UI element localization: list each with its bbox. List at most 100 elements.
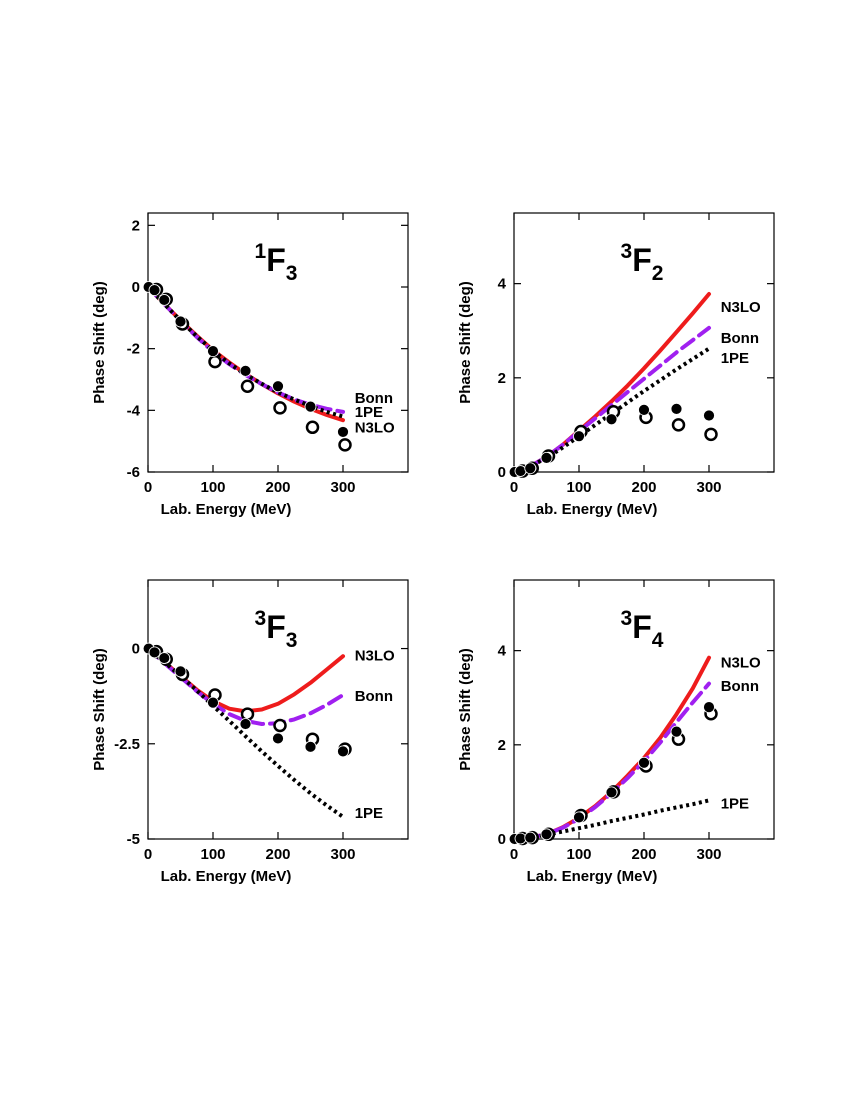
data-point-filled [148,284,161,296]
data-point-filled [605,413,618,426]
data-point-filled [573,811,585,824]
series-1pe-line [146,647,345,819]
title-subscript: 2 [652,262,664,285]
curve-label-n3lo: N3LO [355,647,395,664]
data-point-open [273,401,287,415]
data-point-filled [703,701,715,714]
data-point-filled [524,831,537,844]
data-point-filled [239,364,252,377]
curve-label-bonn: Bonn [355,688,393,705]
title-main: F [632,609,652,645]
data-point-filled [524,462,537,475]
x-tick-label: 200 [265,846,290,863]
y-axis-title: Phase Shift (deg) [91,281,108,404]
y-tick-label: 0 [498,831,506,848]
x-tick-label: 0 [510,479,518,496]
title-superscript: 3 [621,607,633,630]
title-subscript: 3 [286,629,298,652]
data-point-filled [158,294,171,306]
data-point-filled [158,652,171,664]
data-point-filled [304,400,317,413]
y-tick-label: 4 [498,643,507,660]
y-tick-label: 0 [498,464,506,481]
x-axis-title: Lab. Energy (MeV) [527,868,658,885]
y-tick-label: 4 [498,276,507,293]
data-point-filled [703,409,715,422]
x-tick-label: 300 [330,479,355,496]
x-tick-label: 300 [696,846,721,863]
x-tick-label: 0 [144,479,152,496]
curve-label-n3lo: N3LO [721,299,761,316]
title-main: F [266,242,286,278]
title-superscript: 3 [621,240,633,263]
data-point-open [240,707,255,721]
series-n3lo-line [146,646,345,714]
x-axis-title: Lab. Energy (MeV) [527,501,658,518]
curve-label-n3lo: N3LO [355,419,395,436]
data-point-filled [514,832,527,845]
data-point-filled [337,745,349,758]
data-point-open [704,427,718,442]
x-axis-title: Lab. Energy (MeV) [161,868,292,885]
panel-title: 1F3 [255,240,298,285]
panel-title: 3F2 [621,240,664,285]
data-point-filled [514,465,527,477]
x-tick-label: 200 [631,846,656,863]
x-tick-label: 100 [566,846,591,863]
data-point-open [208,354,222,369]
data-point-open [273,718,287,733]
x-tick-label: 100 [566,479,591,496]
x-tick-label: 300 [696,479,721,496]
data-point-filled [272,732,284,745]
data-point-filled [207,345,219,358]
data-point-open [305,420,320,435]
data-point-filled [638,756,650,769]
data-point-filled [670,725,683,738]
x-tick-label: 100 [200,846,225,863]
x-tick-label: 200 [631,479,656,496]
curve-label-bonn: Bonn [721,330,759,347]
x-tick-label: 300 [330,846,355,863]
data-point-filled [174,665,187,678]
data-point-filled [670,402,683,415]
y-axis-title: Phase Shift (deg) [457,648,474,771]
data-point-filled [638,403,650,416]
series-1pe-line [146,285,344,419]
data-point-filled [304,740,317,753]
y-tick-label: 0 [132,641,140,658]
x-tick-label: 100 [200,479,225,496]
panel-title: 3F3 [255,607,298,652]
y-tick-label: -5 [127,831,140,848]
title-main: F [632,242,652,278]
x-tick-label: 200 [265,479,290,496]
data-point-open [338,438,352,452]
series-n3lo-line [512,292,711,474]
y-tick-label: -2.5 [114,736,140,753]
data-point-filled [605,786,618,799]
series-n3lo-line [512,655,711,841]
data-point-filled [207,696,219,709]
y-tick-label: -4 [127,402,141,419]
y-axis-title: Phase Shift (deg) [91,648,108,771]
data-point-filled [272,380,284,393]
curve-label-n3lo: N3LO [721,654,761,671]
y-tick-label: 2 [132,217,140,234]
data-point-filled [239,718,252,730]
curve-label-bonn: Bonn [721,678,759,695]
series-n3lo-line [146,285,345,423]
data-point-open [240,379,255,394]
curve-label-1pe: 1PE [355,805,383,822]
curve-label-bonn: Bonn [355,390,393,407]
title-superscript: 3 [255,607,267,630]
y-tick-label: -6 [127,464,140,481]
title-subscript: 4 [652,629,664,652]
x-tick-label: 0 [510,846,518,863]
data-point-filled [573,430,585,443]
x-axis-title: Lab. Energy (MeV) [161,501,292,518]
y-tick-label: 2 [498,737,506,754]
title-subscript: 3 [286,262,298,285]
x-tick-label: 0 [144,846,152,863]
